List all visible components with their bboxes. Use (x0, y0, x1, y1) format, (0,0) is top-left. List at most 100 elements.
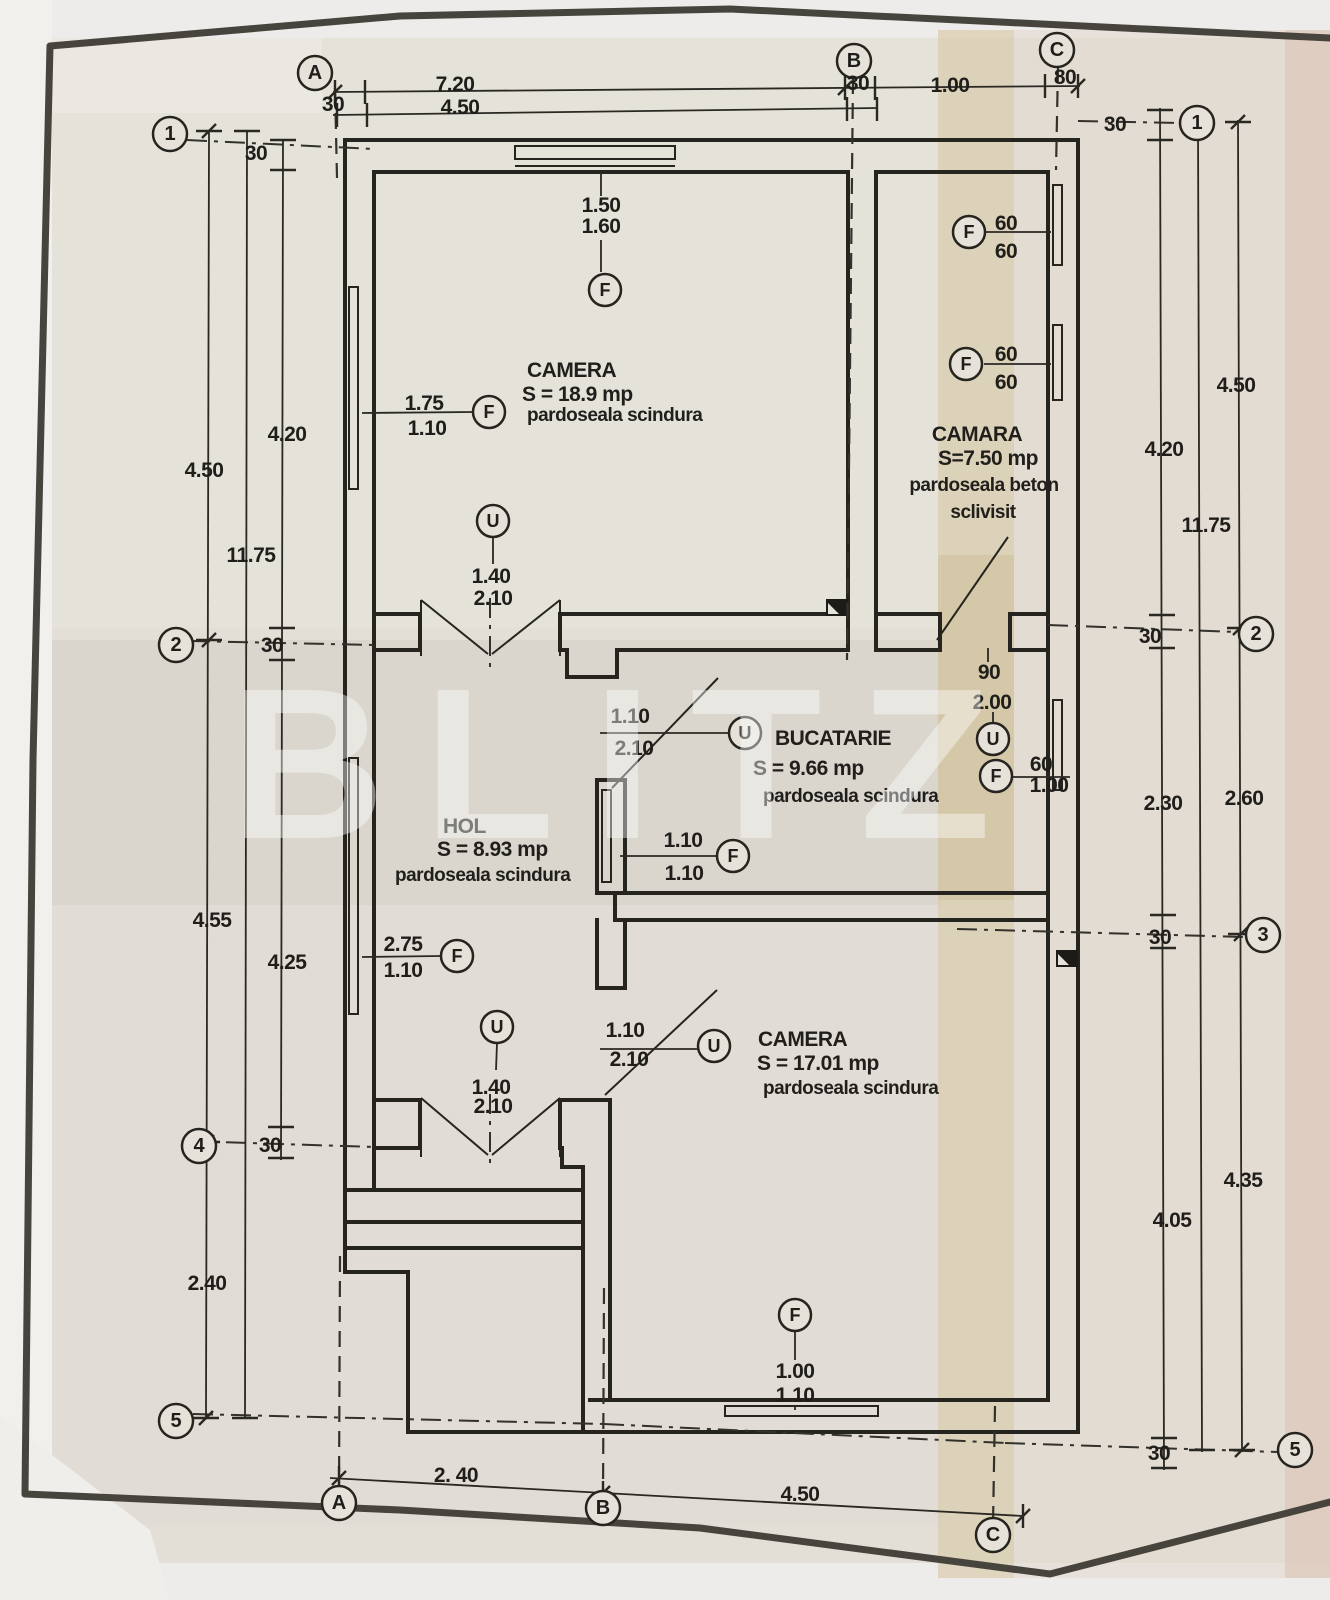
room-labels: CAMERA S = 18.9 mp pardoseala scindura C… (395, 359, 1059, 1099)
dim-wall-b: 30 (847, 72, 869, 95)
window-west-lower-icon (348, 757, 359, 1015)
dim-right-upper-inner: 4.20 (1145, 438, 1184, 461)
walls (343, 138, 1080, 1434)
door-camara-swing (936, 536, 1009, 641)
dim-right-total: 11.75 (1182, 514, 1232, 537)
door-main-lower-height: 2.10 (474, 1095, 513, 1118)
dimension-labels: 7.20 4.50 30 30 30 1.00 80 30 4.50 4.20 … (185, 66, 1264, 1506)
window-east-3-icon (1052, 699, 1063, 791)
win-east-2-height: 60 (995, 371, 1017, 394)
axis-5-right: 5 (1289, 1439, 1300, 1461)
dimension-lines (205, 85, 1243, 1517)
tag-win-east-1: F (964, 222, 975, 242)
axis-4-left: 4 (193, 1135, 205, 1157)
tag-win-west-upper: F (484, 402, 495, 422)
tag-win-west-lower: F (452, 946, 463, 966)
room-camera-bottom-area: S = 17.01 mp (757, 1052, 879, 1075)
door-camara-width: 90 (978, 661, 1000, 684)
dim-right-upper-outer: 4.50 (1217, 374, 1256, 397)
dim-row1-right-wall: 30 (1104, 113, 1126, 136)
door-camera-lower-width: 1.10 (606, 1019, 645, 1042)
chimney-symbols (826, 599, 1078, 967)
room-camera-top-floor: pardoseala scindura (527, 405, 703, 426)
win-top-width: 1.50 (582, 194, 621, 217)
dim-row4-left-wall: 30 (259, 1134, 281, 1157)
win-west-upper-height: 1.10 (408, 417, 447, 440)
win-east-1-width: 60 (995, 212, 1017, 235)
scan-edge-left (21, 42, 54, 1498)
win-west-lower-width: 2.75 (384, 933, 424, 956)
room-hol-name: HOL (443, 815, 487, 838)
win-west-lower-height: 1.10 (384, 959, 423, 982)
win-south-width: 1.00 (776, 1360, 815, 1383)
tag-win-south: F (790, 1305, 801, 1325)
dim-bottom-ab: 2. 40 (434, 1464, 478, 1487)
window-south-icon (724, 1405, 879, 1417)
window-symbols (348, 145, 1063, 1417)
axis-c-top: C (1050, 39, 1064, 61)
room-camara-floor-2: sclivisit (950, 502, 1016, 523)
door-camara-height: 2.00 (973, 691, 1012, 714)
room-bucatarie-area: S = 9.66 mp (753, 757, 864, 780)
dim-bottom-bc: 4.50 (781, 1483, 820, 1506)
axis-a-bottom: A (332, 1492, 346, 1514)
axis-b-bottom: B (596, 1497, 610, 1519)
dim-row5-right-wall: 30 (1148, 1442, 1170, 1465)
dim-left-upper-outer: 4.50 (185, 459, 224, 482)
scan-edge-borders (21, 5, 1330, 1578)
win-south-height: 1.10 (776, 1384, 815, 1407)
win-hol-width: 1.10 (664, 829, 703, 852)
door-camera-lower-swing (604, 989, 718, 1096)
axis-a-top: A (308, 62, 322, 84)
leader-lines (361, 172, 1070, 1410)
win-top-height: 1.60 (582, 215, 621, 238)
dim-right-lower-inner: 4.05 (1153, 1209, 1193, 1232)
tag-door-bucatarie: U (739, 723, 752, 743)
dim-left-lower-outer: 2.40 (188, 1272, 227, 1295)
tag-win-hol: F (728, 846, 739, 866)
room-camera-top-area: S = 18.9 mp (522, 383, 633, 406)
room-camera-top-name: CAMERA (527, 359, 616, 382)
window-top-icon (514, 145, 676, 160)
room-bucatarie-floor: pardoseala scindura (763, 786, 939, 807)
dim-wall-a: 30 (322, 93, 344, 116)
dim-left-upper-inner: 4.20 (268, 423, 307, 446)
door-main-lower-width: 1.40 (472, 1076, 511, 1099)
axis-3-right: 3 (1257, 924, 1268, 946)
opening-labels: 1.50 1.60 1.75 1.10 60 60 60 60 1.40 2.1… (384, 194, 1069, 1407)
dim-row2-left-wall: 30 (261, 634, 283, 657)
window-west-upper-icon (348, 286, 359, 490)
tag-win-top: F (600, 280, 611, 300)
room-hol-area: S = 8.93 mp (437, 838, 548, 861)
axis-2-left: 2 (170, 634, 181, 656)
dim-top-bc: 1.00 (931, 74, 970, 97)
win-east-3-width: 60 (1030, 753, 1052, 776)
dim-left-mid-outer: 4.55 (193, 909, 233, 932)
axis-b-top: B (847, 50, 861, 72)
dim-top-ab: 4.50 (441, 96, 480, 119)
tag-door-main-lower: U (491, 1017, 504, 1037)
window-east-2-icon (1052, 324, 1063, 401)
door-bucatarie-height: 2.10 (615, 737, 654, 760)
axis-markers: A B C A B C 1 2 4 5 1 2 3 5 (151, 31, 1314, 1554)
scan-edge-top (46, 5, 1330, 50)
dim-right-mid-inner: 2.30 (1144, 792, 1183, 815)
dim-wall-c: 80 (1054, 66, 1076, 89)
room-camera-bottom-floor: pardoseala scindura (763, 1078, 939, 1099)
room-camara-area: S=7.50 mp (938, 447, 1038, 470)
dim-row3-right-wall: 30 (1149, 926, 1171, 949)
axis-1-left: 1 (164, 123, 175, 145)
win-east-1-height: 60 (995, 240, 1017, 263)
win-west-upper-width: 1.75 (405, 392, 445, 415)
room-camara-name: CAMARA (932, 423, 1023, 446)
dim-left-total: 11.75 (227, 544, 277, 567)
win-hol-height: 1.10 (665, 862, 704, 885)
door-camera-lower-height: 2.10 (610, 1048, 649, 1071)
axis-lines (186, 65, 1278, 1526)
tag-door-camara: U (987, 729, 1000, 749)
dim-row1-left-wall: 30 (245, 142, 267, 165)
win-east-2-width: 60 (995, 343, 1017, 366)
